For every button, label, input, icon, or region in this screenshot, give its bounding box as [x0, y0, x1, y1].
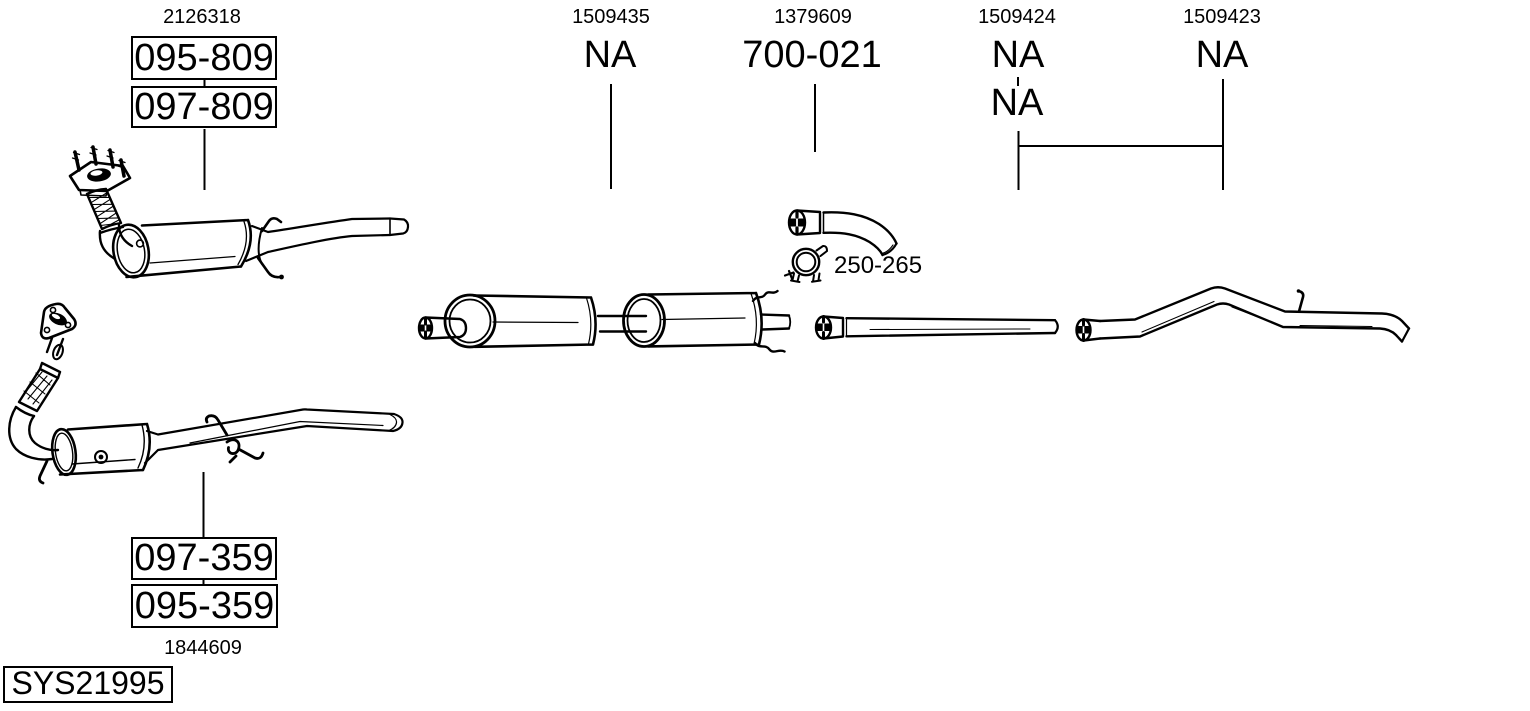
oe-number-front-section: 2126318 — [163, 6, 241, 28]
part-code-box-front-1: 095-809 — [131, 36, 277, 80]
oe-number-elbow-pipe: 1379609 — [774, 6, 852, 28]
system-code: SYS21995 — [11, 665, 165, 701]
part-code-front-1: 095-809 — [134, 36, 274, 79]
tail-pipe-icon — [1075, 286, 1411, 343]
part-code-elbow-pipe: 700-021 — [742, 34, 882, 76]
part-code-clamp: 250-265 — [834, 252, 923, 279]
part-code-cat-1: 097-359 — [134, 537, 274, 579]
front-pipe-resonator-icon — [68, 145, 410, 280]
part-code-front-2: 097-809 — [134, 85, 274, 128]
availability-center-silencer: NA — [583, 34, 637, 76]
part-code-box-front-2: 097-809 — [131, 86, 277, 128]
part-code-box-cat-1: 097-359 — [131, 537, 277, 580]
oe-number-intermediate-pipe: 1509424 — [978, 6, 1056, 28]
oe-number-center-silencer: 1509435 — [572, 6, 650, 28]
availability-intermediate-1: NA — [991, 34, 1045, 76]
center-silencer-icon — [417, 269, 795, 353]
intermediate-pipe-icon — [814, 315, 1059, 340]
clamp-icon — [790, 244, 828, 283]
system-code-box: SYS21995 — [3, 665, 173, 703]
availability-tail-pipe: NA — [1195, 34, 1249, 76]
availability-intermediate-2: NA — [990, 82, 1044, 124]
part-code-box-cat-2: 095-359 — [131, 584, 278, 628]
part-code-cat-2: 095-359 — [134, 584, 275, 627]
oe-number-catalytic-section: 1844609 — [164, 637, 242, 659]
elbow-pipe-icon — [787, 209, 898, 257]
leader-lines — [202, 77, 1224, 584]
catalytic-converter-icon — [8, 302, 404, 485]
oe-number-tail-pipe: 1509423 — [1183, 6, 1261, 28]
